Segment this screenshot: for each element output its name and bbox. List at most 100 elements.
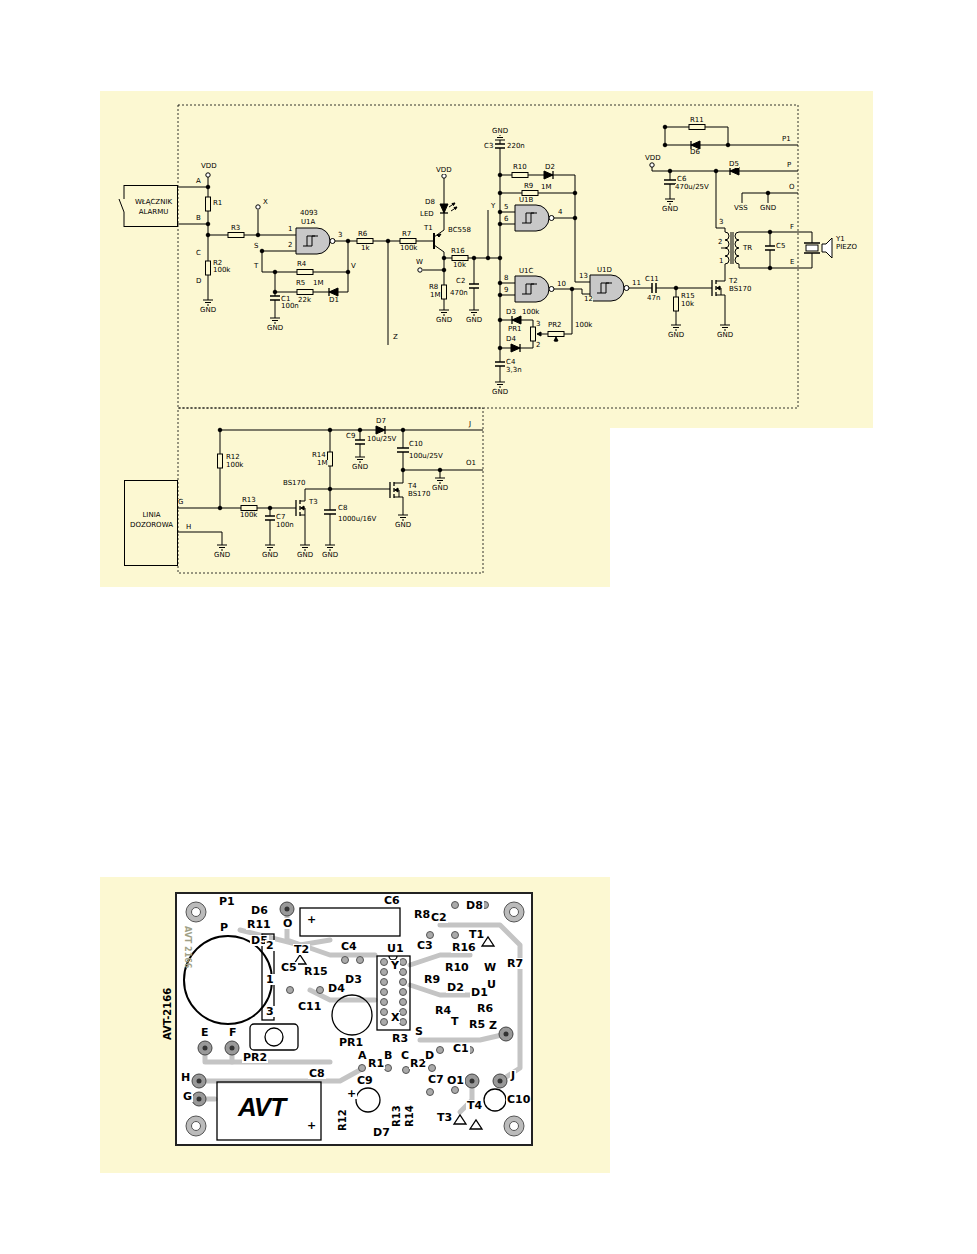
- nand-gate: [590, 275, 624, 301]
- transistor-base: [433, 233, 435, 249]
- capacitor-symbol: [265, 516, 275, 520]
- wire: [739, 232, 812, 243]
- component-pad: [427, 932, 434, 939]
- capacitor-symbol: [495, 362, 505, 366]
- schematic-label: VDD: [645, 155, 661, 162]
- schematic-label: GND: [662, 206, 678, 213]
- schematic-label: 220n: [507, 143, 525, 150]
- schematic-label: 22k: [298, 297, 311, 304]
- component-pad: [437, 1047, 444, 1054]
- pad-hole: [197, 1097, 202, 1102]
- mosfet-arrow: [395, 488, 398, 492]
- terminal-ring: [442, 174, 446, 178]
- pcb-silkscreen-label: U1: [386, 943, 405, 954]
- schematic-label: 470u/25V: [675, 184, 709, 191]
- mounting-hole-center: [192, 908, 201, 917]
- component-pad: [452, 902, 459, 909]
- pcb-silkscreen-label: O1: [446, 1075, 465, 1086]
- component-pad: [381, 969, 388, 976]
- capacitor-symbol: [765, 246, 775, 250]
- schematic-label: BC558: [448, 227, 471, 234]
- diode-symbol: [510, 316, 522, 324]
- schematic-label: GND: [466, 317, 482, 324]
- junction-dot: [498, 191, 502, 195]
- led-arrowheads: [452, 203, 457, 210]
- component-pad: [385, 1065, 392, 1072]
- schematic-label: 13: [579, 273, 588, 280]
- mounting-hole: [504, 1116, 524, 1136]
- resistor-symbol: [206, 261, 211, 275]
- schematic-label: 4093: [300, 210, 318, 217]
- schematic-label: J: [469, 421, 471, 428]
- pad-hole: [197, 1079, 202, 1084]
- pcb-silkscreen-label: O: [282, 918, 293, 929]
- schematic-label: D3: [506, 309, 516, 316]
- capacitor-symbol: [324, 510, 336, 514]
- schematic-label: GND: [322, 552, 338, 559]
- schematic-label: 11: [632, 280, 641, 287]
- connector-pad: [192, 1092, 206, 1106]
- mosfet-arrow: [717, 286, 720, 290]
- ground-symbol: [469, 310, 479, 315]
- diode-symbol: [375, 426, 387, 434]
- schematic-label: 3: [719, 219, 723, 226]
- pcb-silkscreen-label: C8: [308, 1068, 326, 1079]
- junction-dot: [498, 318, 502, 322]
- led-arrows: [449, 203, 457, 211]
- pad-hole: [498, 1079, 503, 1084]
- wire: [275, 292, 297, 293]
- pcb-silkscreen-label: C4: [340, 941, 358, 952]
- schematic-label: E: [790, 259, 794, 266]
- resistor-symbol: [442, 285, 447, 299]
- ground-symbol: [495, 135, 505, 140]
- junction-dot: [498, 222, 502, 226]
- schematic-label: C4: [506, 359, 515, 366]
- component-pad: [400, 959, 407, 966]
- transistor-outline: [454, 1115, 466, 1124]
- trimmer-outline: [332, 995, 372, 1035]
- wire: [555, 175, 575, 176]
- schematic-label: 100k: [400, 245, 417, 252]
- pcb-silkscreen-label: T3: [436, 1112, 453, 1123]
- schematic-label: 3: [536, 321, 540, 328]
- component-pad: [381, 959, 388, 966]
- pcb-silkscreen-label: T1: [468, 929, 485, 940]
- diode-bar: [729, 167, 730, 175]
- wire: [244, 235, 296, 236]
- schematic-label: 1000u/16V: [338, 516, 376, 523]
- schematic-label: D8: [425, 199, 435, 206]
- junction-dot: [573, 216, 577, 220]
- component-pad: [359, 1065, 366, 1072]
- wire: [434, 215, 444, 237]
- pcb-silkscreen-label: E: [200, 1027, 210, 1038]
- schematic-label: 100k: [213, 267, 230, 274]
- pcb-silkscreen-label: T2: [293, 944, 310, 955]
- wire: [770, 250, 771, 268]
- schematic-label: BS170: [408, 491, 430, 498]
- wire: [538, 193, 575, 194]
- transistor-arrow: [437, 234, 441, 237]
- schematic-label: R13: [242, 497, 256, 504]
- junction-dot: [268, 506, 272, 510]
- wire: [403, 470, 483, 471]
- junction-dot: [498, 210, 502, 214]
- schematic-label: 100k: [522, 309, 539, 316]
- pcb-silkscreen-label: R15: [303, 966, 329, 977]
- capacitor-symbol: [355, 440, 365, 444]
- junction-dot: [256, 233, 260, 237]
- schematic-label: 1M: [430, 292, 441, 299]
- resistor-symbol: [241, 506, 257, 511]
- schematic-label: 1: [719, 258, 723, 265]
- schematic-label: GND: [492, 128, 508, 135]
- schematic-label: H: [186, 524, 191, 531]
- schematic-label: R6: [358, 231, 367, 238]
- nand-gate: [515, 205, 549, 231]
- wire: [500, 193, 522, 194]
- schematic-label: VSS: [734, 205, 748, 212]
- pcb: [176, 893, 532, 1145]
- diode-body: [440, 204, 448, 213]
- trimmer-outline: [250, 1024, 298, 1050]
- schematic-label: 12: [584, 296, 593, 303]
- junction-dot: [206, 222, 210, 226]
- schematic-label: T1: [424, 225, 433, 232]
